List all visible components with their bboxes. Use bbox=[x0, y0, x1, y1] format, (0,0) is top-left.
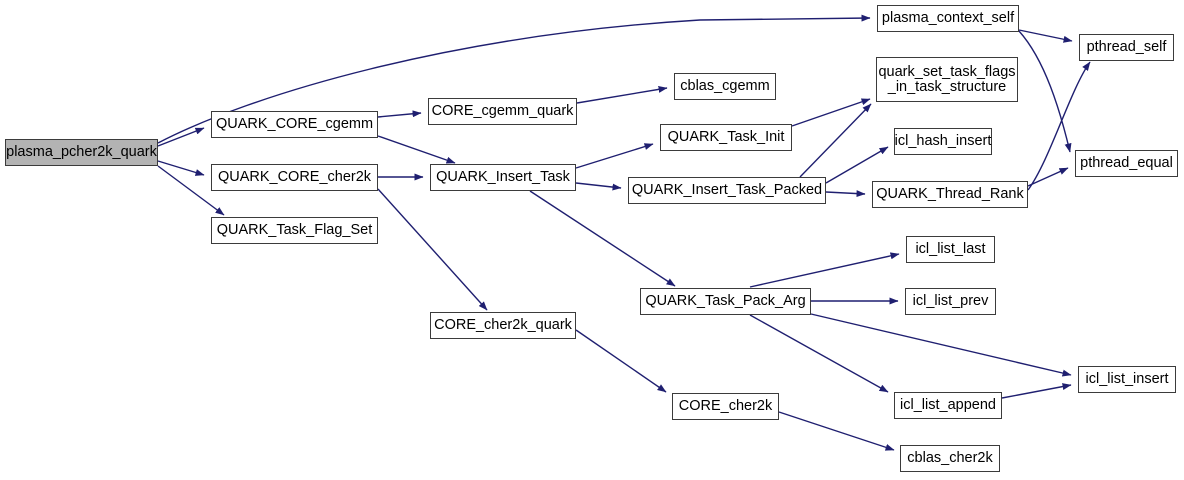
call-edge bbox=[575, 143, 654, 169]
call-edge bbox=[529, 190, 676, 287]
graph-node-QUARK_Insert_Task[interactable]: QUARK_Insert_Task bbox=[430, 164, 576, 191]
graph-node-pthread_equal[interactable]: pthread_equal bbox=[1075, 150, 1178, 177]
graph-node-label: icl_list_last bbox=[915, 241, 986, 257]
graph-node-label: cblas_cgemm bbox=[680, 78, 770, 94]
graph-node-quark_set_task_flags_in_task_structure[interactable]: quark_set_task_flags _in_task_structure bbox=[876, 57, 1018, 102]
graph-node-label: CORE_cgemm_quark bbox=[431, 103, 574, 119]
call-edge bbox=[778, 411, 895, 451]
graph-node-cblas_cher2k[interactable]: cblas_cher2k bbox=[900, 445, 1000, 472]
graph-node-label: QUARK_Thread_Rank bbox=[876, 186, 1024, 202]
graph-node-QUARK_Task_Flag_Set[interactable]: QUARK_Task_Flag_Set bbox=[211, 217, 378, 244]
call-edge bbox=[575, 182, 622, 191]
call-edge bbox=[157, 160, 205, 176]
call-edge bbox=[810, 313, 1072, 377]
graph-node-QUARK_CORE_cher2k[interactable]: QUARK_CORE_cher2k bbox=[211, 164, 378, 191]
graph-node-icl_list_insert[interactable]: icl_list_insert bbox=[1078, 366, 1176, 393]
call-edge bbox=[825, 190, 866, 198]
graph-node-label: QUARK_Task_Init bbox=[667, 129, 785, 145]
graph-node-QUARK_Task_Pack_Arg[interactable]: QUARK_Task_Pack_Arg bbox=[640, 288, 811, 315]
call-edge bbox=[799, 103, 872, 178]
graph-node-icl_list_append[interactable]: icl_list_append bbox=[894, 392, 1002, 419]
call-edge bbox=[576, 85, 668, 104]
graph-node-QUARK_Task_Init[interactable]: QUARK_Task_Init bbox=[660, 124, 792, 151]
graph-node-QUARK_CORE_cgemm[interactable]: QUARK_CORE_cgemm bbox=[211, 111, 378, 138]
graph-node-QUARK_Thread_Rank[interactable]: QUARK_Thread_Rank bbox=[872, 181, 1028, 208]
graph-node-cblas_cgemm[interactable]: cblas_cgemm bbox=[674, 73, 776, 100]
call-edge bbox=[1027, 167, 1069, 187]
graph-node-label: icl_list_prev bbox=[912, 293, 989, 309]
graph-node-label: QUARK_Insert_Task bbox=[436, 169, 570, 185]
graph-node-icl_list_last[interactable]: icl_list_last bbox=[906, 236, 995, 263]
graph-node-label: CORE_cher2k_quark bbox=[434, 317, 572, 333]
graph-node-CORE_cher2k[interactable]: CORE_cher2k bbox=[672, 393, 779, 420]
call-edge bbox=[749, 314, 889, 393]
graph-node-icl_list_prev[interactable]: icl_list_prev bbox=[905, 288, 996, 315]
graph-node-label: cblas_cher2k bbox=[907, 450, 993, 466]
graph-node-label: pthread_equal bbox=[1080, 155, 1173, 171]
graph-node-label: QUARK_Task_Flag_Set bbox=[216, 222, 373, 238]
graph-node-icl_hash_insert[interactable]: icl_hash_insert bbox=[894, 128, 992, 155]
graph-node-label: icl_list_append bbox=[900, 397, 996, 413]
graph-node-label: QUARK_Task_Pack_Arg bbox=[645, 293, 806, 309]
graph-node-pthread_self[interactable]: pthread_self bbox=[1079, 34, 1174, 61]
graph-node-label: icl_hash_insert bbox=[894, 133, 992, 149]
call-edge bbox=[575, 329, 667, 393]
call-edge bbox=[1018, 30, 1072, 153]
graph-node-label: pthread_self bbox=[1086, 39, 1167, 55]
call-edge bbox=[1018, 29, 1073, 43]
call-edge bbox=[1001, 383, 1072, 399]
graph-node-plasma_context_self[interactable]: plasma_context_self bbox=[877, 5, 1019, 32]
graph-node-label: icl_list_insert bbox=[1085, 371, 1169, 387]
call-edge bbox=[157, 127, 205, 147]
call-edge bbox=[791, 98, 871, 127]
graph-node-label: quark_set_task_flags _in_task_structure bbox=[878, 63, 1016, 95]
call-edge bbox=[749, 252, 900, 288]
call-edge bbox=[825, 146, 889, 184]
graph-node-label: QUARK_CORE_cgemm bbox=[215, 116, 374, 132]
call-edge bbox=[377, 135, 456, 164]
graph-node-label: plasma_pcher2k_quark bbox=[6, 144, 157, 160]
graph-node-QUARK_Insert_Task_Packed[interactable]: QUARK_Insert_Task_Packed bbox=[628, 177, 826, 204]
graph-node-CORE_cher2k_quark[interactable]: CORE_cher2k_quark bbox=[430, 312, 576, 339]
graph-node-plasma_pcher2k_quark[interactable]: plasma_pcher2k_quark bbox=[5, 139, 158, 166]
graph-node-label: CORE_cher2k bbox=[678, 398, 773, 414]
graph-node-CORE_cgemm_quark[interactable]: CORE_cgemm_quark bbox=[428, 98, 577, 125]
call-edge bbox=[377, 188, 488, 311]
graph-node-label: QUARK_Insert_Task_Packed bbox=[631, 182, 823, 198]
graph-node-label: plasma_context_self bbox=[881, 10, 1015, 26]
graph-node-label: QUARK_CORE_cher2k bbox=[217, 169, 372, 185]
call-edge bbox=[377, 110, 422, 118]
